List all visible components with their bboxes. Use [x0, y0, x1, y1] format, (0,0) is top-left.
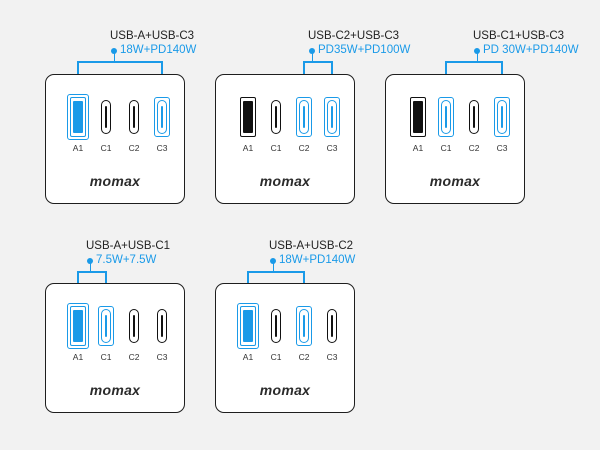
usb-a-port-icon: [240, 306, 256, 346]
usb-c-port-icon: [101, 100, 111, 134]
brand-logo: momax: [259, 382, 311, 398]
port-label: C2: [298, 143, 310, 153]
connector-stem: [311, 52, 313, 61]
connector-dot: [309, 48, 315, 54]
port-label: A1: [72, 143, 84, 153]
power-rating: PD 30W+PD140W: [483, 44, 579, 56]
power-rating: 18W+PD140W: [120, 44, 197, 56]
connector-dot: [111, 48, 117, 54]
port-label: C1: [270, 352, 282, 362]
connector-bus: [247, 271, 305, 273]
power-rating: 7.5W+7.5W: [96, 254, 157, 266]
brand-logo: momax: [429, 173, 481, 189]
connector-bus: [303, 61, 333, 63]
connector-stem: [476, 52, 478, 61]
brand-logo: momax: [89, 173, 141, 189]
combo-title: USB-C2+USB-C3: [308, 30, 400, 42]
charger-body: A1 C1 C2 C3 momax: [385, 74, 525, 204]
active-port-highlight: [324, 97, 340, 137]
active-port-highlight: [494, 97, 510, 137]
port-label: C3: [326, 352, 338, 362]
port-label: C2: [128, 143, 140, 153]
port-label: C3: [496, 143, 508, 153]
charger-body: A1 C1 C2 C3 momax: [215, 283, 355, 413]
usb-c-port-icon: [299, 309, 309, 343]
port-label: C2: [298, 352, 310, 362]
active-port-highlight: [67, 94, 89, 140]
port-label: A1: [72, 352, 84, 362]
active-port-highlight: [296, 306, 312, 346]
usb-a-port-icon: [70, 306, 86, 346]
port-label: C3: [326, 143, 338, 153]
charger-body: A1 C1 C2 C3 momax: [45, 74, 185, 204]
connector-stem: [272, 262, 274, 271]
combo-title: USB-A+USB-C1: [86, 240, 171, 252]
brand-logo: momax: [259, 173, 311, 189]
connector-dot: [474, 48, 480, 54]
active-port-highlight: [154, 97, 170, 137]
port-label: C1: [100, 352, 112, 362]
usb-c-port-icon: [157, 309, 167, 343]
usb-c-port-icon: [101, 309, 111, 343]
port-label: C3: [156, 352, 168, 362]
combo-title: USB-C1+USB-C3: [473, 30, 565, 42]
usb-c-port-icon: [271, 100, 281, 134]
port-label: C2: [128, 352, 140, 362]
connector-stem: [89, 262, 91, 271]
connector-bus: [445, 61, 503, 63]
active-port-highlight: [237, 303, 259, 349]
power-rating: 18W+PD140W: [279, 254, 356, 266]
combo-title: USB-A+USB-C3: [110, 30, 195, 42]
combo-title: USB-A+USB-C2: [269, 240, 354, 252]
usb-c-port-icon: [441, 100, 451, 134]
port-label: C1: [100, 143, 112, 153]
usb-a-port-icon: [240, 97, 256, 137]
connector-bus: [77, 61, 163, 63]
port-label: A1: [242, 352, 254, 362]
active-port-highlight: [296, 97, 312, 137]
usb-c-port-icon: [157, 100, 167, 134]
usb-a-port-icon: [410, 97, 426, 137]
brand-logo: momax: [89, 382, 141, 398]
usb-c-port-icon: [129, 309, 139, 343]
usb-c-port-icon: [469, 100, 479, 134]
port-label: C2: [468, 143, 480, 153]
usb-c-port-icon: [299, 100, 309, 134]
port-label: C1: [440, 143, 452, 153]
connector-dot: [270, 258, 276, 264]
charger-body: A1 C1 C2 C3 momax: [45, 283, 185, 413]
power-rating: PD35W+PD100W: [318, 44, 411, 56]
usb-c-port-icon: [327, 309, 337, 343]
port-label: A1: [412, 143, 424, 153]
connector-dot: [87, 258, 93, 264]
usb-c-port-icon: [327, 100, 337, 134]
usb-c-port-icon: [497, 100, 507, 134]
connector-bus: [77, 271, 107, 273]
charger-body: A1 C1 C2 C3 momax: [215, 74, 355, 204]
usb-c-port-icon: [129, 100, 139, 134]
usb-c-port-icon: [271, 309, 281, 343]
active-port-highlight: [438, 97, 454, 137]
connector-stem: [113, 52, 115, 61]
port-label: A1: [242, 143, 254, 153]
active-port-highlight: [98, 306, 114, 346]
port-label: C1: [270, 143, 282, 153]
active-port-highlight: [67, 303, 89, 349]
usb-a-port-icon: [70, 97, 86, 137]
port-label: C3: [156, 143, 168, 153]
